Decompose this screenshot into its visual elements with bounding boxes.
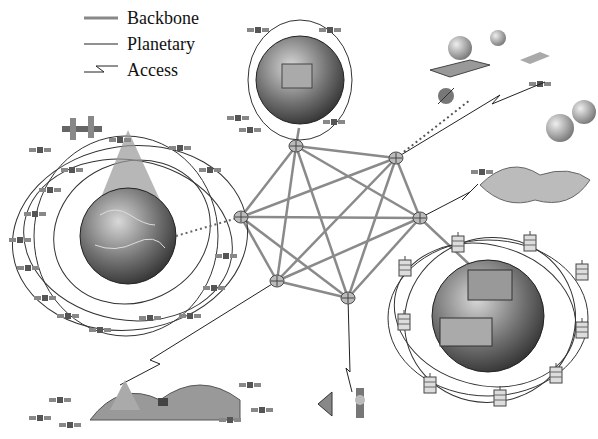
legend-label: Planetary — [127, 34, 195, 54]
space-station — [62, 116, 102, 140]
surface-scene — [29, 380, 273, 428]
legend-label: Access — [127, 60, 178, 80]
access-sample — [84, 66, 118, 72]
probe — [318, 388, 365, 418]
legend-label: Backbone — [127, 8, 199, 28]
earth-satellites — [9, 115, 261, 333]
spacecraft-group — [430, 30, 596, 203]
backbone-hubs — [234, 140, 427, 304]
backbone-mesh — [241, 146, 420, 298]
earth — [80, 188, 176, 284]
planetary-sample — [84, 44, 118, 45]
moon — [256, 36, 344, 124]
backbone-sample — [84, 17, 118, 20]
mars — [432, 260, 544, 372]
mars-satellites — [398, 231, 588, 406]
earth-system — [0, 130, 259, 345]
mars-system — [378, 214, 598, 427]
